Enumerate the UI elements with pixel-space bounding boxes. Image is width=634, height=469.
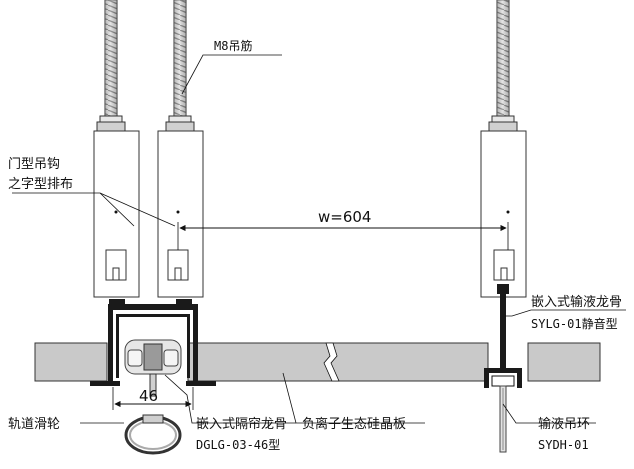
curtain-track-profile [90, 299, 216, 455]
spacing-dimension [177, 222, 509, 250]
curtain-keel-label-line1: 嵌入式隔帘龙骨 [196, 416, 287, 432]
hanger-label-line1: 门型吊钩 [8, 157, 60, 172]
hanger-dot-middle [176, 210, 180, 214]
infusion-keel-label-line2: SYLG-01静音型 [531, 316, 618, 331]
hook-clip-right [493, 249, 515, 281]
hex-nut-middle [165, 115, 195, 132]
infusion-ring-label-line2: SYDH-01 [538, 438, 589, 452]
threaded-rod-middle [173, 0, 187, 119]
hex-nut-right [488, 115, 518, 132]
spacing-label: w=604 [318, 208, 371, 226]
curtain-keel-label-line2: DGLG-03-46型 [196, 438, 280, 452]
infusion-ring-label-line1: 输液吊环 [538, 416, 590, 432]
width-label: 46 [139, 387, 158, 405]
panel-break-mark [323, 342, 340, 382]
track-pulley-label: 轨道滑轮 [8, 417, 60, 432]
threaded-rod-left [104, 0, 118, 119]
hex-nut-left [96, 115, 126, 132]
hanger-dot-left [114, 210, 118, 214]
panel-label: 负离子生态硅晶板 [302, 416, 406, 432]
infusion-keel-label-line1: 嵌入式输液龙骨 [531, 294, 622, 310]
ceiling-panel [34, 342, 601, 382]
infusion-track-profile [484, 284, 522, 453]
width-dimension [112, 387, 194, 410]
hanger-dot-right [506, 210, 510, 214]
rod-label: M8吊筋 [214, 38, 252, 53]
hook-clip-left [105, 249, 127, 281]
leader-lines [12, 54, 626, 424]
hanger-label-line2: 之字型排布 [8, 177, 73, 192]
threaded-rod-right [496, 0, 510, 119]
